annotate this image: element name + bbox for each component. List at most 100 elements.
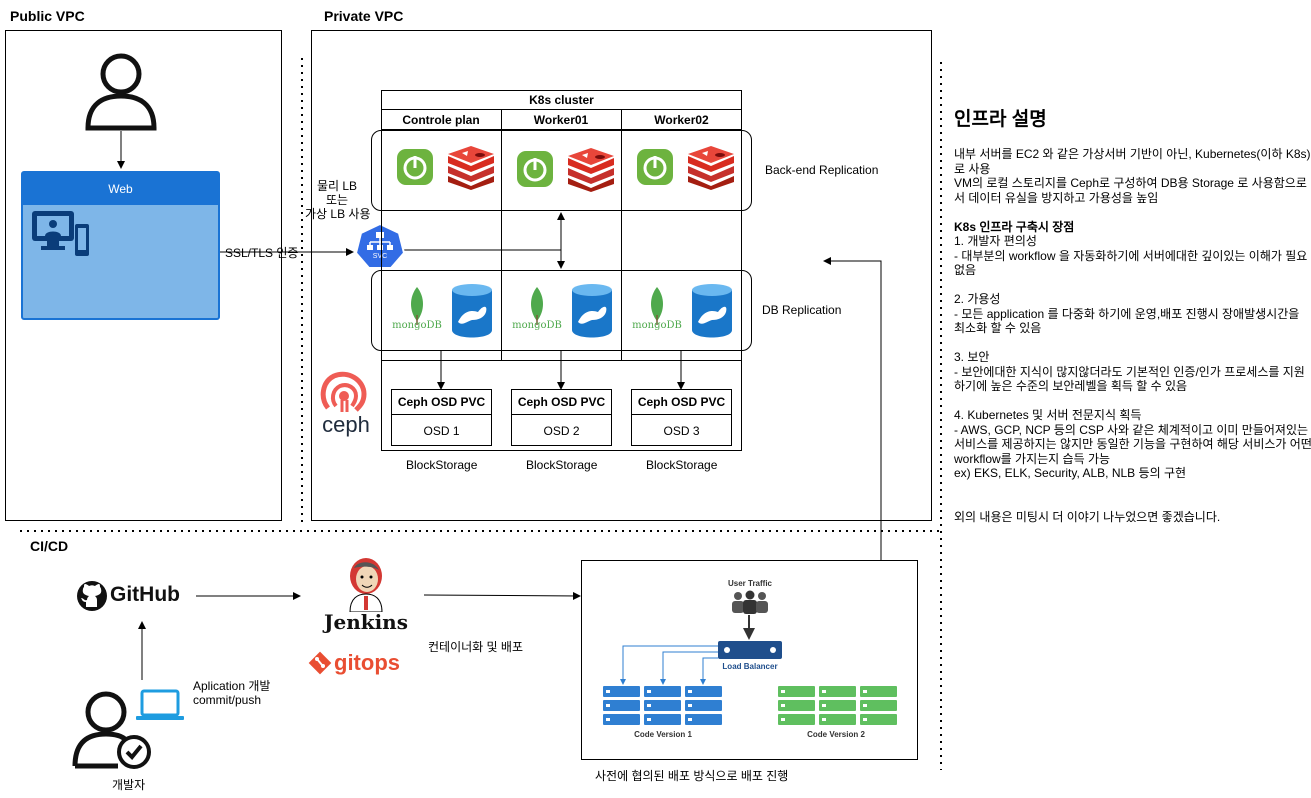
web-label: Web <box>23 173 218 205</box>
infra-line: 2. 가용성 <box>954 292 1001 306</box>
deploy-note: 사전에 협의된 배포 방식으로 배포 진행 <box>595 769 789 783</box>
infra-line: - 모든 application 를 다중화 하기에 운영,배포 진행시 장애발… <box>954 306 1300 321</box>
mysql-icon <box>570 282 614 338</box>
mysql-icon <box>690 282 734 338</box>
pvc-title: Ceph OSD PVC <box>512 390 611 415</box>
gitops-label: gitops <box>334 650 400 675</box>
public-vpc-title: Public VPC <box>10 8 85 24</box>
mongodb-label: mongoDB <box>392 320 442 331</box>
infra-line: 최소화 할 수 있음 <box>954 321 1042 335</box>
redis-icon <box>686 146 736 190</box>
osd-label: OSD 3 <box>663 423 700 438</box>
ceph-pvc-1[interactable]: Ceph OSD PVC OSD 1 <box>391 389 492 446</box>
ceph-label: ceph <box>322 412 370 437</box>
devices-icon <box>29 208 93 260</box>
gitops-icon <box>308 651 332 675</box>
db-replication-group <box>371 270 752 351</box>
laptop-icon <box>136 689 184 721</box>
public-vpc-box <box>5 30 282 521</box>
code-version-1-servers <box>603 686 723 726</box>
infra-line: ex) EKS, ELK, Security, ALB, NLB 등의 구현 <box>954 466 1187 480</box>
user-icon <box>83 52 159 132</box>
infra-line <box>954 481 1306 496</box>
column-divider-2 <box>621 109 622 360</box>
mongodb-icon: mongoDB <box>391 285 443 335</box>
header-underline <box>381 129 742 130</box>
infra-line: workflow를 가지는지 습득 가능 <box>954 451 1111 466</box>
infra-line <box>954 394 1306 409</box>
dev-note: Aplication 개발 commit/push <box>193 679 271 707</box>
block-storage-label: BlockStorage <box>646 458 718 472</box>
spring-icon <box>396 148 434 186</box>
mongodb-label: mongoDB <box>512 320 562 331</box>
ssl-label: SSL/TLS 인증 <box>225 246 299 260</box>
block-storage-label: BlockStorage <box>406 458 478 472</box>
user-traffic-label: User Traffic <box>727 579 773 588</box>
k8s-cluster-header: K8s cluster <box>381 90 742 110</box>
mongodb-icon: mongoDB <box>511 285 563 335</box>
redis-icon <box>446 146 496 190</box>
infra-line: 하기에 높은 수준의 보안레벨을 획득 할 수 있음 <box>954 379 1188 393</box>
developer-label: 개발자 <box>112 778 146 792</box>
spring-icon <box>516 150 554 188</box>
code-version-1-label: Code Version 1 <box>634 730 692 739</box>
ceph-pvc-2[interactable]: Ceph OSD PVC OSD 2 <box>511 389 612 446</box>
column-control-plane: Controle plan <box>402 112 480 127</box>
infra-line <box>954 336 1306 351</box>
code-version-2-servers <box>778 686 898 726</box>
infra-line: - AWS, GCP, NCP 등의 CSP 사와 같은 체계적이고 이미 만들… <box>954 422 1309 437</box>
column-divider-1 <box>501 109 502 360</box>
code-version-2-label: Code Version 2 <box>807 730 865 739</box>
k8s-cluster-body <box>381 109 742 451</box>
private-vpc-title: Private VPC <box>324 8 404 24</box>
infra-line: VM의 로컬 스토리지를 Ceph로 구성하여 DB용 Storage 로 사용… <box>954 176 1307 190</box>
private-vpc-box <box>311 30 932 521</box>
infra-line: 외의 내용은 미팅시 더 이야기 나누었으면 좋겠습니다. <box>954 509 1221 524</box>
ceph-logo-icon: ceph <box>318 370 374 440</box>
jenkins-label: Jenkins <box>324 610 408 634</box>
pvc-section-divider <box>381 360 742 361</box>
backend-replication-group <box>371 130 752 211</box>
infra-line: 4. Kubernetes 및 서버 전문지식 획득 <box>954 408 1142 422</box>
spring-icon <box>636 148 674 186</box>
infra-title: 인프라 설명 <box>954 109 1047 130</box>
github-icon <box>77 581 107 611</box>
jenkins-icon <box>342 556 392 612</box>
infra-line <box>954 205 1306 220</box>
infra-line: 내부 서버를 EC2 와 같은 가상서버 기반이 아닌, Kubernetes(… <box>954 147 1311 161</box>
developer-icon <box>72 690 154 770</box>
infra-description: 내부 서버를 EC2 와 같은 가상서버 기반이 아닌, Kubernetes(… <box>954 147 1311 524</box>
k8s-cluster-title: K8s cluster <box>529 93 594 107</box>
pvc-title: Ceph OSD PVC <box>632 390 731 415</box>
backend-replication-label: Back-end Replication <box>765 163 879 177</box>
column-worker02: Worker02 <box>654 112 709 127</box>
mongodb-icon: mongoDB <box>631 285 683 335</box>
users-group-icon <box>728 590 772 614</box>
infra-line: 3. 보안 <box>954 350 990 364</box>
github-label: GitHub <box>110 583 180 606</box>
load-balancer-label: Load Balancer <box>722 662 778 671</box>
db-replication-label: DB Replication <box>762 303 842 317</box>
column-worker01: Worker01 <box>533 112 589 127</box>
mongodb-label: mongoDB <box>632 320 682 331</box>
infra-line: 1. 개발자 편의성 <box>954 234 1037 248</box>
svc-icon[interactable]: SVC <box>355 223 405 269</box>
lb-note: 물리 LB 또는 가상 LB 사용 <box>305 179 371 221</box>
infra-line: 없음 <box>954 263 977 277</box>
svc-label: SVC <box>372 253 388 260</box>
infra-subtitle: K8s 인프라 구축시 장점 <box>954 219 1075 234</box>
infra-line: 로 사용 <box>954 161 991 176</box>
github-logo: GitHub <box>76 580 186 612</box>
infra-line: 서 데이터 유실을 방지하고 가용성을 높임 <box>954 190 1159 205</box>
cicd-title: CI/CD <box>30 538 69 554</box>
redis-icon <box>566 148 616 192</box>
infra-line: - 대부분의 workflow 을 자동화하기에 서버에대한 깊이있는 이해가 … <box>954 248 1308 263</box>
infra-line: - 보안에대한 지식이 많지않더라도 기본적인 인증/인가 프로세스를 지원 <box>954 364 1305 379</box>
infra-line <box>954 278 1306 293</box>
mysql-icon <box>450 282 494 338</box>
block-storage-label: BlockStorage <box>526 458 598 472</box>
ceph-pvc-3[interactable]: Ceph OSD PVC OSD 3 <box>631 389 732 446</box>
container-note: 컨테이너화 및 배포 <box>428 640 523 654</box>
load-balancer-icon <box>718 641 782 659</box>
